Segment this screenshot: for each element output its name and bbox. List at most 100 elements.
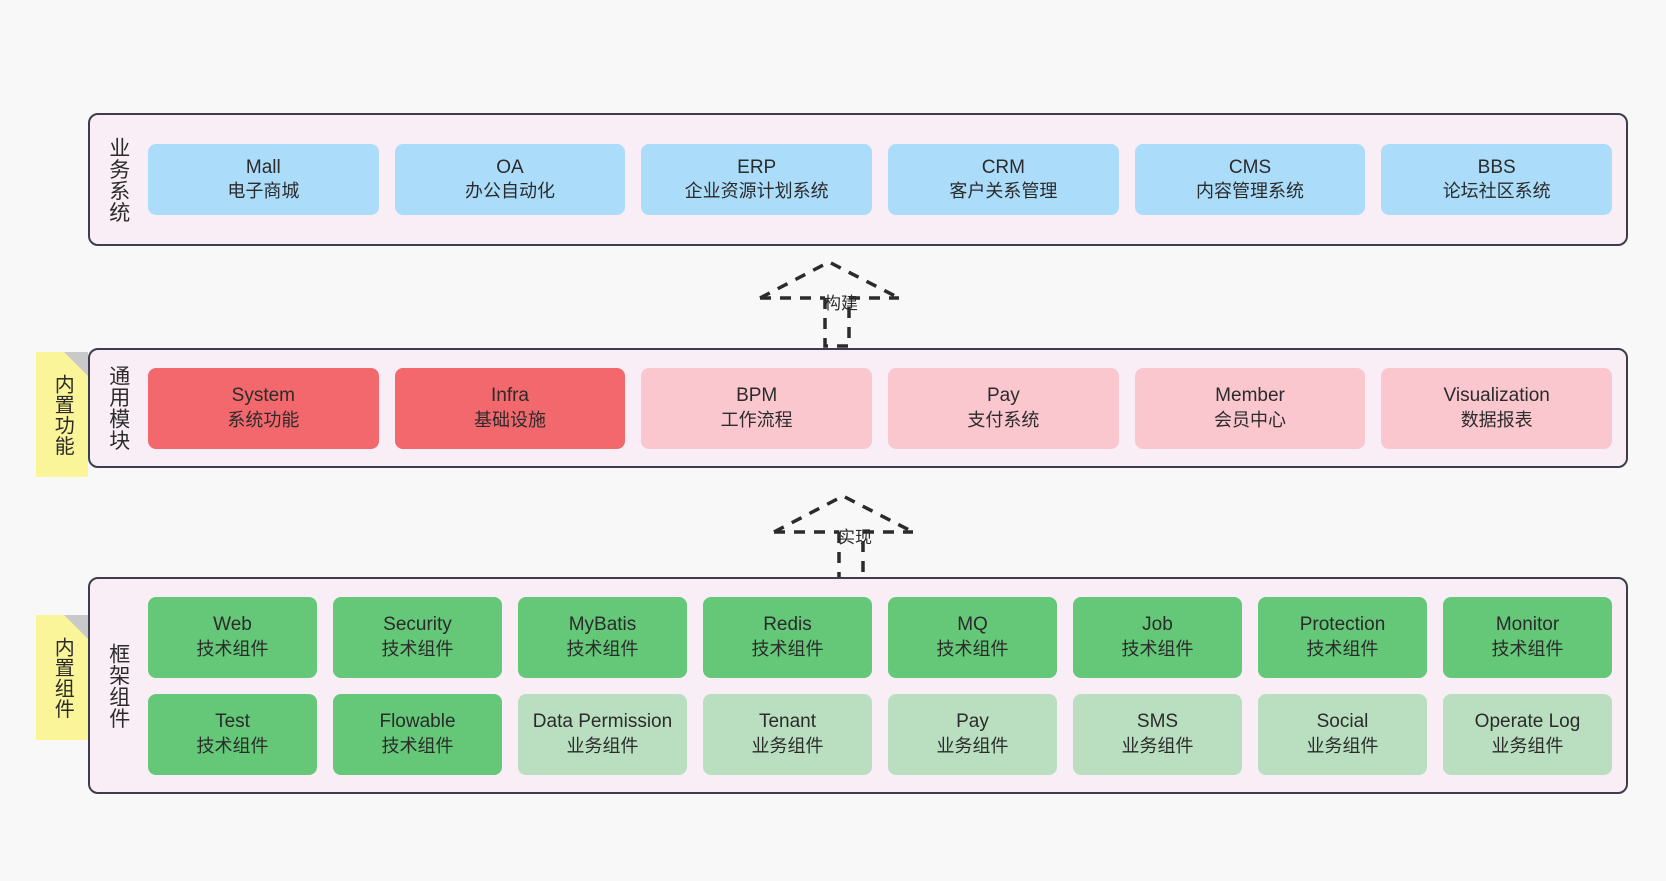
card-erp-name: ERP — [737, 156, 777, 178]
card-web-name: Web — [213, 614, 252, 636]
card-test[interactable]: Test 技术组件 — [148, 693, 317, 775]
card-cms[interactable]: CMS 内容管理系统 — [1134, 144, 1366, 215]
arrow-implement-head — [773, 494, 914, 534]
card-member-name: Member — [1215, 385, 1285, 407]
card-monitor[interactable]: Monitor 技术组件 — [1443, 596, 1612, 678]
card-test-name: Test — [215, 711, 250, 733]
arrow-build-label: 构建 — [824, 294, 858, 313]
card-redis[interactable]: Redis 技术组件 — [703, 596, 872, 678]
card-oa-name: OA — [496, 156, 524, 178]
card-pay-component-name: Pay — [956, 711, 989, 733]
layer-business-systems: 业务系统 Mall 电子商城 OA 办公自动化 ERP 企业资源计划系统 CRM… — [88, 113, 1628, 246]
arrow-build: 构建 — [752, 258, 912, 348]
card-test-desc: 技术组件 — [196, 735, 269, 756]
card-job-desc: 技术组件 — [1121, 638, 1194, 659]
layer-framework-title: 框架组件 — [106, 642, 130, 729]
card-system-name: System — [231, 385, 296, 407]
arrow-build-head — [759, 260, 900, 300]
card-security[interactable]: Security 技术组件 — [333, 596, 502, 678]
card-redis-name: Redis — [763, 614, 812, 636]
card-bbs-name: BBS — [1477, 156, 1516, 178]
layer-business-body: Mall 电子商城 OA 办公自动化 ERP 企业资源计划系统 CRM 客户关系… — [146, 115, 1626, 244]
card-social-name: Social — [1316, 711, 1369, 733]
card-mq-name: MQ — [957, 614, 988, 636]
card-member[interactable]: Member 会员中心 — [1134, 367, 1366, 449]
sticky-note-builtin-components-label: 内置组件 — [51, 636, 74, 719]
card-pay-module-desc: 支付系统 — [967, 409, 1040, 430]
card-web[interactable]: Web 技术组件 — [148, 596, 317, 678]
card-crm[interactable]: CRM 客户关系管理 — [888, 144, 1119, 215]
card-system[interactable]: System 系统功能 — [148, 367, 379, 449]
card-tenant[interactable]: Tenant 业务组件 — [703, 693, 872, 775]
card-tenant-desc: 业务组件 — [751, 735, 824, 756]
card-security-name: Security — [383, 614, 452, 636]
card-oa[interactable]: OA 办公自动化 — [394, 144, 626, 215]
card-protection[interactable]: Protection 技术组件 — [1258, 596, 1427, 678]
card-bpm[interactable]: BPM 工作流程 — [641, 367, 873, 449]
card-bpm-desc: 工作流程 — [720, 409, 793, 430]
card-security-desc: 技术组件 — [381, 638, 454, 659]
card-oa-desc: 办公自动化 — [465, 181, 555, 202]
card-cms-name: CMS — [1228, 156, 1272, 178]
card-social[interactable]: Social 业务组件 — [1258, 693, 1427, 775]
card-pay-module[interactable]: Pay 支付系统 — [888, 367, 1119, 449]
card-infra-name: Infra — [490, 385, 530, 407]
card-tenant-name: Tenant — [758, 711, 817, 733]
card-job-name: Job — [1142, 614, 1173, 636]
layer-framework-body: Web 技术组件 Security 技术组件 MyBatis 技术组件 Redi… — [146, 579, 1626, 792]
card-sms[interactable]: SMS 业务组件 — [1073, 693, 1242, 775]
sticky-fold-corner-icon — [64, 615, 88, 639]
card-visualization-desc: 数据报表 — [1460, 409, 1533, 430]
framework-business-row: Test 技术组件 Flowable 技术组件 Data Permission … — [148, 693, 1612, 775]
card-data-permission[interactable]: Data Permission 业务组件 — [518, 693, 687, 775]
sticky-fold-corner-icon — [64, 352, 88, 376]
card-mall-desc: 电子商城 — [227, 181, 300, 202]
card-crm-desc: 客户关系管理 — [949, 181, 1058, 202]
card-operate-log[interactable]: Operate Log 业务组件 — [1443, 693, 1612, 775]
card-system-desc: 系统功能 — [227, 409, 300, 430]
business-row: Mall 电子商城 OA 办公自动化 ERP 企业资源计划系统 CRM 客户关系… — [148, 144, 1613, 215]
card-visualization-name: Visualization — [1443, 385, 1550, 407]
framework-tech-row: Web 技术组件 Security 技术组件 MyBatis 技术组件 Redi… — [148, 596, 1612, 678]
card-sms-name: SMS — [1136, 711, 1179, 733]
card-monitor-desc: 技术组件 — [1491, 638, 1564, 659]
card-mall-name: Mall — [245, 156, 281, 178]
card-mybatis-name: MyBatis — [568, 614, 637, 636]
card-social-desc: 业务组件 — [1306, 735, 1379, 756]
sticky-note-builtin-features-label: 内置功能 — [51, 373, 74, 456]
card-flowable[interactable]: Flowable 技术组件 — [333, 693, 502, 775]
card-data-permission-desc: 业务组件 — [566, 735, 639, 756]
card-crm-name: CRM — [981, 156, 1025, 178]
arrow-implement-label: 实现 — [838, 528, 872, 547]
card-bbs-desc: 论坛社区系统 — [1442, 181, 1551, 202]
card-infra[interactable]: Infra 基础设施 — [394, 367, 626, 449]
card-member-desc: 会员中心 — [1214, 409, 1287, 430]
card-bpm-name: BPM — [736, 385, 778, 407]
card-infra-desc: 基础设施 — [474, 409, 546, 430]
card-erp[interactable]: ERP 企业资源计划系统 — [641, 144, 873, 215]
card-job[interactable]: Job 技术组件 — [1073, 596, 1242, 678]
layer-framework-components: 框架组件 Web 技术组件 Security 技术组件 MyBatis 技术组件… — [88, 577, 1628, 794]
card-bbs[interactable]: BBS 论坛社区系统 — [1381, 144, 1613, 215]
card-mybatis[interactable]: MyBatis 技术组件 — [518, 596, 687, 678]
card-pay-component-desc: 业务组件 — [936, 735, 1009, 756]
layer-business-title: 业务系统 — [106, 136, 130, 223]
card-visualization[interactable]: Visualization 数据报表 — [1381, 367, 1613, 449]
card-mq[interactable]: MQ 技术组件 — [888, 596, 1057, 678]
sticky-note-builtin-features: 内置功能 — [36, 352, 88, 477]
layer-common-title: 通用模块 — [106, 365, 130, 451]
card-erp-desc: 企业资源计划系统 — [684, 181, 829, 202]
card-flowable-desc: 技术组件 — [381, 735, 454, 756]
card-redis-desc: 技术组件 — [751, 638, 824, 659]
card-mall[interactable]: Mall 电子商城 — [148, 144, 379, 215]
card-data-permission-name: Data Permission — [532, 711, 673, 733]
card-mq-desc: 技术组件 — [936, 638, 1009, 659]
card-cms-desc: 内容管理系统 — [1196, 181, 1305, 202]
card-protection-name: Protection — [1299, 614, 1386, 636]
arrow-implement: 实现 — [766, 492, 926, 582]
card-operate-log-name: Operate Log — [1474, 711, 1581, 733]
layer-common-body: System 系统功能 Infra 基础设施 BPM 工作流程 Pay 支付系统… — [146, 350, 1626, 466]
card-pay-component[interactable]: Pay 业务组件 — [888, 693, 1057, 775]
common-row: System 系统功能 Infra 基础设施 BPM 工作流程 Pay 支付系统… — [148, 367, 1613, 449]
